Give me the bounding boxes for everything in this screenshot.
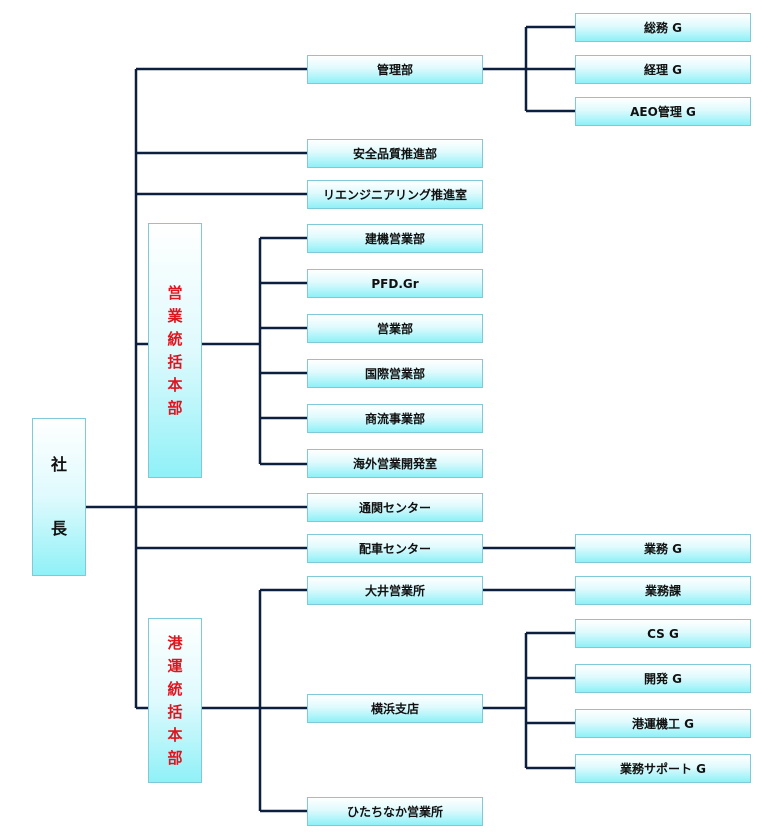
dept-yokohama: 横浜支店 [307, 694, 483, 723]
port-hq-char: 運 [167, 656, 183, 675]
group-development: 開発 G [575, 664, 751, 693]
group-accounting: 経理 G [575, 55, 751, 84]
group-general-affairs: 総務 G [575, 13, 751, 42]
dept-sales: 営業部 [307, 314, 483, 343]
group-ops-support: 業務サポート G [575, 754, 751, 783]
president-char: 長 [50, 519, 67, 538]
dept-construction-sales: 建機営業部 [307, 224, 483, 253]
port-hq-box: 港 運 統 括 本 部 [148, 618, 202, 783]
group-dispatch-ops: 業務 G [575, 534, 751, 563]
sales-hq-char: 部 [167, 398, 183, 417]
sales-hq-char: 営 [167, 283, 183, 302]
port-hq-char: 部 [167, 748, 183, 767]
group-aeo: AEO管理 G [575, 97, 751, 126]
port-hq-char: 港 [167, 633, 183, 652]
dept-logistics: 商流事業部 [307, 404, 483, 433]
sales-hq-char: 業 [167, 306, 183, 325]
dept-pfd: PFD.Gr [307, 269, 483, 298]
dept-intl-sales: 国際営業部 [307, 359, 483, 388]
sales-hq-char: 括 [167, 352, 183, 371]
dept-hitachinaka: ひたちなか営業所 [307, 797, 483, 826]
port-hq-char: 統 [167, 679, 183, 698]
dept-admin: 管理部 [307, 55, 483, 84]
port-hq-char: 本 [167, 725, 183, 744]
group-cs: CS G [575, 619, 751, 648]
sales-hq-box: 営 業 統 括 本 部 [148, 223, 202, 478]
group-ooi-ops: 業務課 [575, 576, 751, 605]
dept-dispatch: 配車センター [307, 534, 483, 563]
sales-hq-char: 統 [167, 329, 183, 348]
president-char: 社 [50, 455, 67, 474]
port-hq-char: 括 [167, 702, 183, 721]
dept-reengineering: リエンジニアリング推進室 [307, 180, 483, 209]
sales-hq-char: 本 [167, 375, 183, 394]
dept-ooi: 大井営業所 [307, 576, 483, 605]
group-port-machinery: 港運機工 G [575, 709, 751, 738]
dept-overseas-dev: 海外営業開発室 [307, 449, 483, 478]
dept-safety-quality: 安全品質推進部 [307, 139, 483, 168]
president-box: 社 長 [32, 418, 86, 576]
dept-customs: 通関センター [307, 493, 483, 522]
